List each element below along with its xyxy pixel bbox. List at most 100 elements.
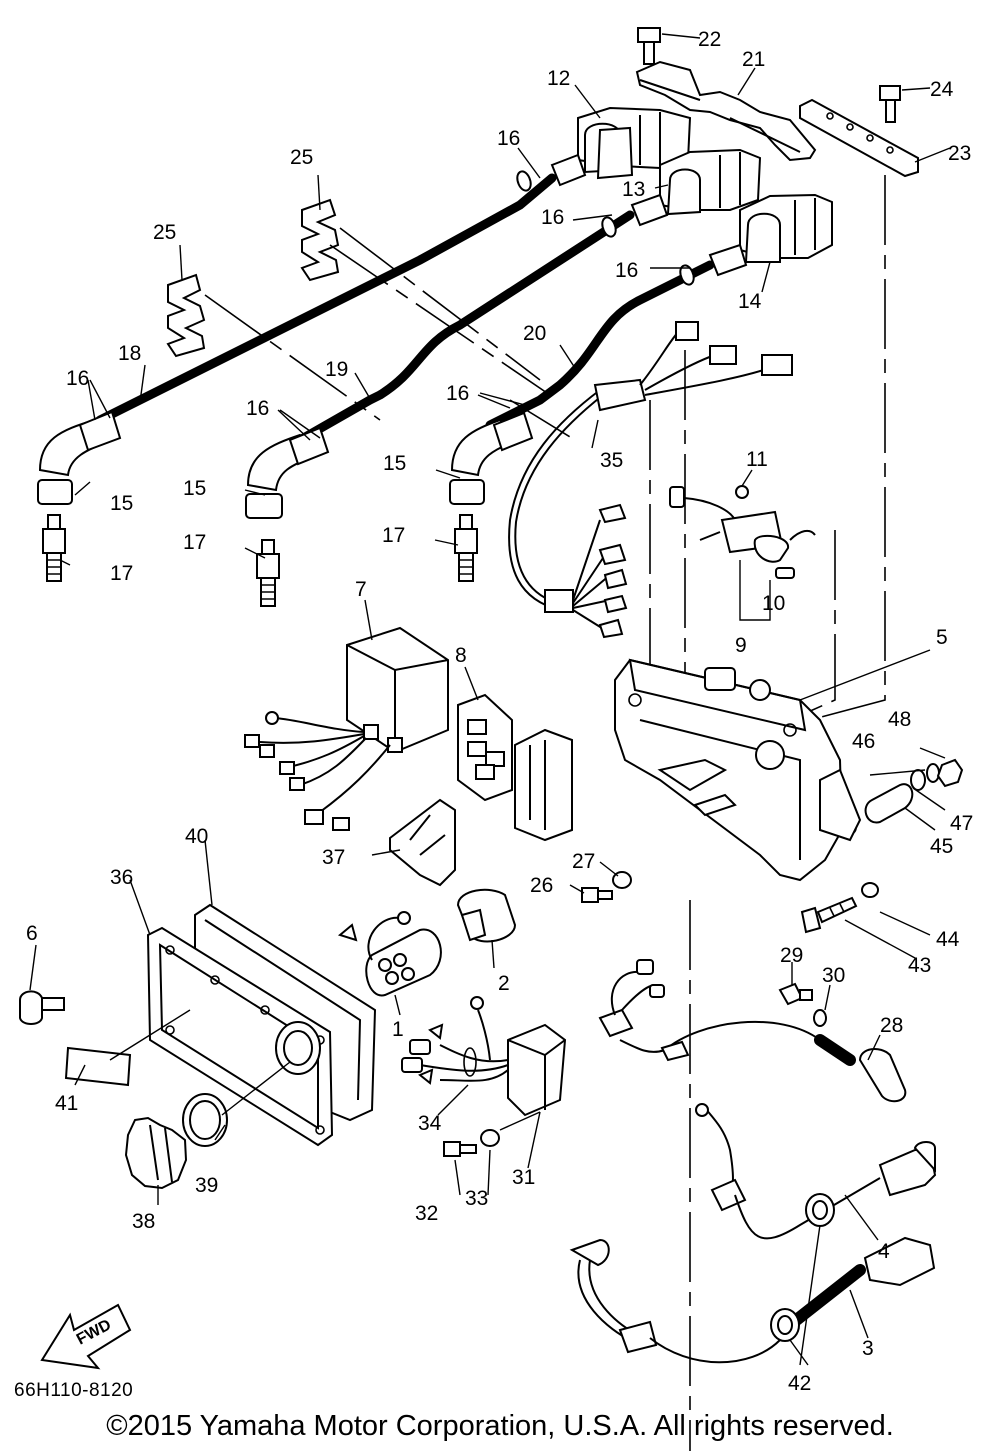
grommet-42-upper: [805, 1193, 835, 1227]
ignition-coil-14: [739, 193, 833, 263]
washer-47: [910, 769, 926, 791]
gasket-36: [146, 926, 334, 1147]
callout-22: 22: [698, 28, 721, 51]
plug-cap-15-left: [37, 410, 122, 505]
plug-cap-15-right: [449, 411, 534, 505]
fuse-holder-9: [669, 486, 816, 621]
ignition-coil-13: [659, 148, 762, 216]
coil-bracket-21: [635, 60, 817, 162]
callout-26: 26: [530, 874, 553, 897]
callout-43: 43: [908, 954, 931, 977]
callout-20: 20: [523, 322, 546, 345]
grommet-42-lower: [770, 1308, 800, 1342]
callout-29: 29: [780, 944, 803, 967]
callout-39: 39: [195, 1174, 218, 1197]
callout-16-a: 16: [497, 127, 520, 150]
grommet-opening: [275, 1021, 321, 1075]
nut-48: [936, 758, 964, 788]
washer-30: [813, 1009, 827, 1027]
starter-relay-1: [337, 911, 442, 997]
callout-25-b: 25: [153, 221, 176, 244]
spark-plug-17-left: [42, 514, 66, 582]
bolt-22: [637, 27, 701, 65]
rectifier-regulator-8: [457, 693, 573, 842]
callout-13: 13: [622, 178, 645, 201]
callout-5: 5: [936, 626, 948, 649]
callout-4: 4: [878, 1240, 890, 1263]
callout-16-e: 16: [246, 397, 269, 420]
ground-plate-23: [799, 98, 919, 178]
bracket-37: [389, 798, 456, 887]
electrical-bracket-5: [614, 658, 862, 882]
bolt-32: [443, 1141, 477, 1157]
ignition-coil-12: [577, 106, 692, 180]
callout-47: 47: [950, 812, 973, 835]
diagram-code: 66H110-8120: [14, 1380, 134, 1401]
thermo-switch-holder-31: [507, 1023, 567, 1117]
callout-32: 32: [415, 1202, 438, 1225]
callout-45: 45: [930, 835, 953, 858]
fuse-10: [775, 567, 795, 579]
starter-relay-2: [456, 888, 517, 943]
callout-11: 11: [746, 448, 768, 471]
callout-18: 18: [118, 342, 141, 365]
callout-21: 21: [742, 48, 765, 71]
callout-36: 36: [110, 866, 133, 889]
callout-9: 9: [735, 634, 747, 657]
plug-cap-15-mid: [245, 426, 330, 519]
leader-lines: [29, 67, 951, 1366]
callout-23: 23: [948, 142, 971, 165]
screw-11: [735, 469, 753, 499]
callout-16-f: 16: [446, 382, 469, 405]
callout-16-b: 16: [541, 206, 564, 229]
callout-25-a: 25: [290, 146, 313, 169]
callout-labels: 1 2 3 4 5 6 7 8 9 10 11 12 13 14 15 15 1…: [26, 28, 973, 1395]
bolt-29: [778, 982, 813, 1006]
callout-17-b: 17: [183, 531, 206, 554]
callout-42: 42: [788, 1372, 811, 1395]
washer-46: [926, 763, 940, 783]
callout-14: 14: [738, 290, 762, 313]
callout-40: 40: [185, 825, 208, 848]
bolt-24: [879, 85, 931, 123]
forward-arrow-icon: FWD: [40, 1303, 132, 1370]
callout-30: 30: [822, 964, 845, 987]
callout-6: 6: [26, 922, 38, 945]
callout-15-b: 15: [183, 477, 206, 500]
spark-plug-17-right: [454, 514, 478, 582]
washer-33: [480, 1129, 500, 1147]
callout-15-c: 15: [383, 452, 406, 475]
washer-44: [861, 882, 879, 898]
callout-38: 38: [132, 1210, 155, 1233]
callout-17-c: 17: [382, 524, 405, 547]
sensor-28: [598, 959, 907, 1103]
wire-lead-34: [401, 996, 509, 1085]
callout-1: 1: [392, 1018, 404, 1041]
wire-clamp-25-lower: [166, 273, 206, 358]
copyright-notice: ©2015 Yamaha Motor Corporation, U.S.A. A…: [106, 1410, 894, 1442]
callout-41: 41: [55, 1092, 78, 1115]
high-tension-wire-18: [95, 170, 557, 425]
cap-38: [124, 1116, 188, 1190]
callout-35: 35: [600, 449, 623, 472]
battery-cord-4: [695, 1103, 937, 1240]
cdi-unit-7: [244, 626, 449, 831]
battery-cord-3: [569, 1236, 936, 1364]
callout-19: 19: [325, 358, 348, 381]
callout-28: 28: [880, 1014, 903, 1037]
callout-2: 2: [498, 972, 510, 995]
wire-harness-35: [508, 321, 793, 639]
callout-16-c: 16: [615, 259, 638, 282]
callout-37: 37: [322, 846, 345, 869]
collar-45: [864, 783, 914, 824]
callout-16-d: 16: [66, 367, 89, 390]
callout-27: 27: [572, 850, 595, 873]
callout-34: 34: [418, 1112, 442, 1135]
callout-10: 10: [762, 592, 785, 615]
callout-12: 12: [547, 67, 570, 90]
callout-17-a: 17: [110, 562, 133, 585]
wire-clamp-25-upper: [300, 198, 340, 282]
callout-46: 46: [852, 730, 875, 753]
callout-8: 8: [455, 644, 467, 667]
